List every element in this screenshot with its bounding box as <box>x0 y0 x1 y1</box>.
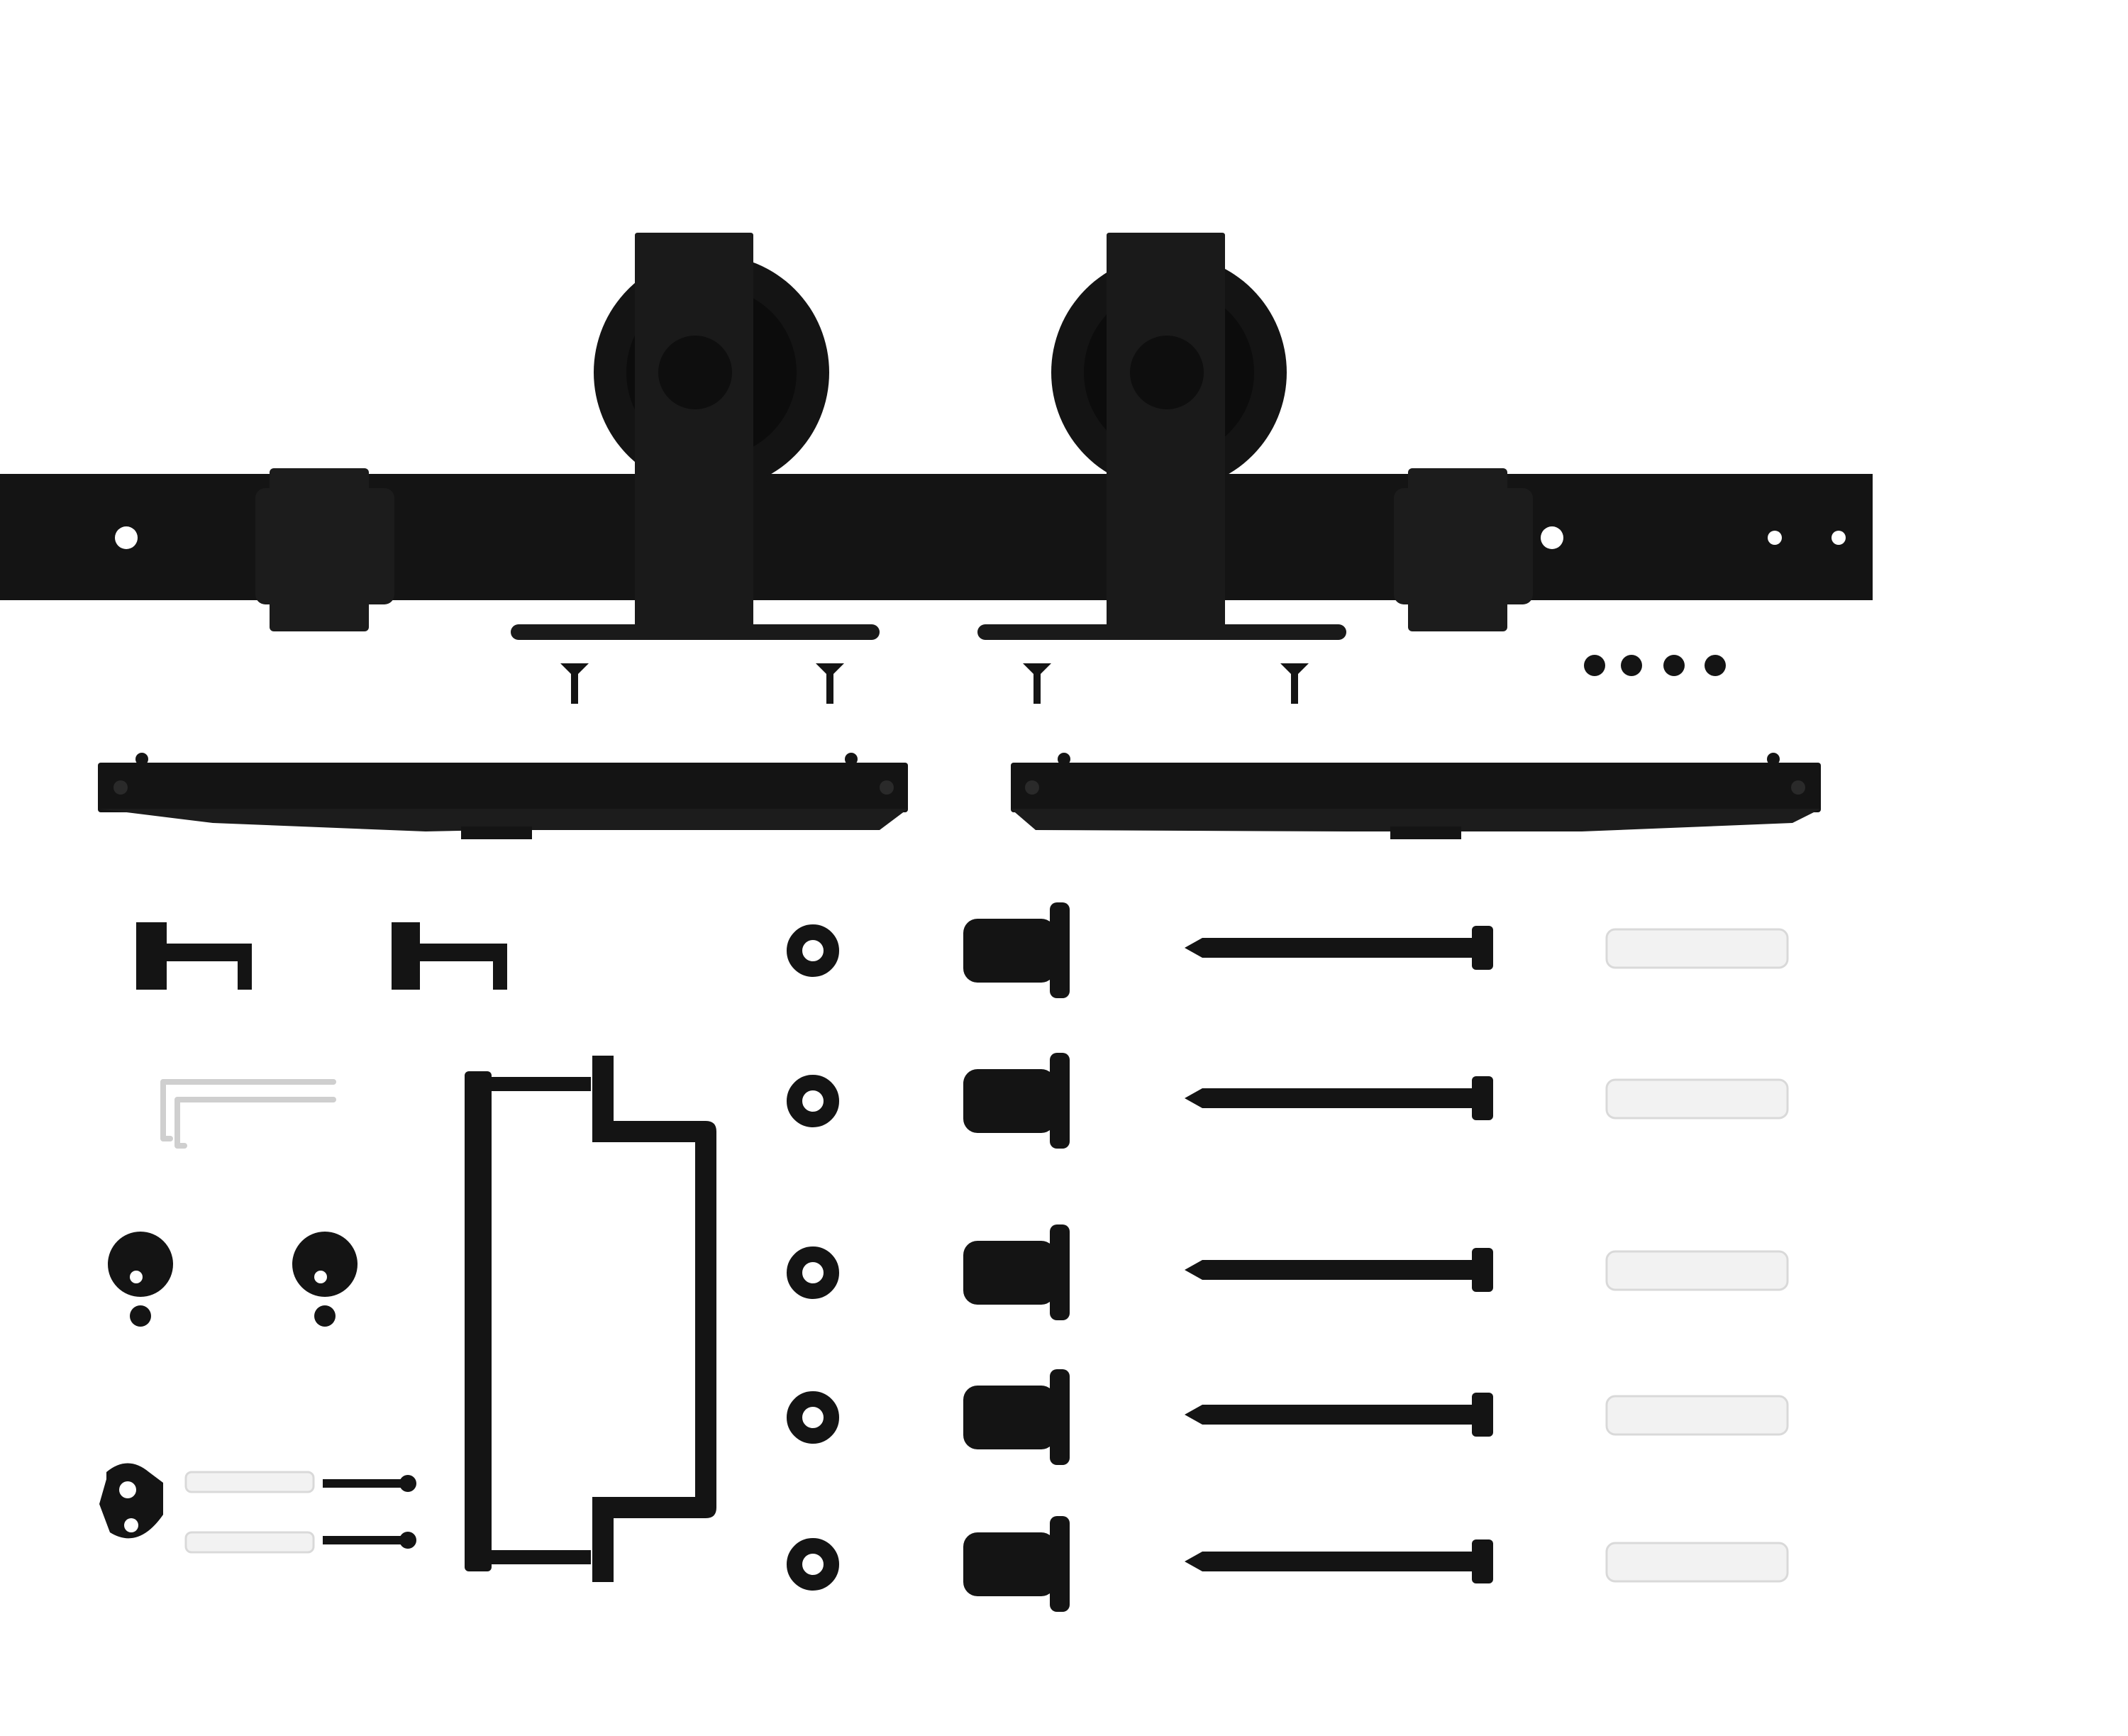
wood-screws <box>323 1475 416 1549</box>
wall-anchors <box>1605 928 1789 1583</box>
small-anchors <box>184 1471 315 1554</box>
floor-guides <box>136 922 507 990</box>
soft-close-damper-left <box>98 753 908 839</box>
small-screws <box>1584 655 1726 676</box>
door-handle <box>465 1056 716 1582</box>
allen-keys <box>160 1079 336 1149</box>
hanger-right <box>977 233 1346 640</box>
soft-close-damper-right <box>1011 753 1821 839</box>
lag-bolts <box>1185 926 1493 1583</box>
spacers <box>963 902 1070 1612</box>
hanger-left <box>511 233 880 640</box>
hanger-screws <box>560 663 1309 704</box>
washers <box>787 924 839 1591</box>
end-stop-right <box>1394 468 1533 631</box>
anti-jump-discs <box>108 1232 358 1327</box>
end-stop-left <box>255 468 394 631</box>
bottom-guide <box>99 1463 163 1539</box>
